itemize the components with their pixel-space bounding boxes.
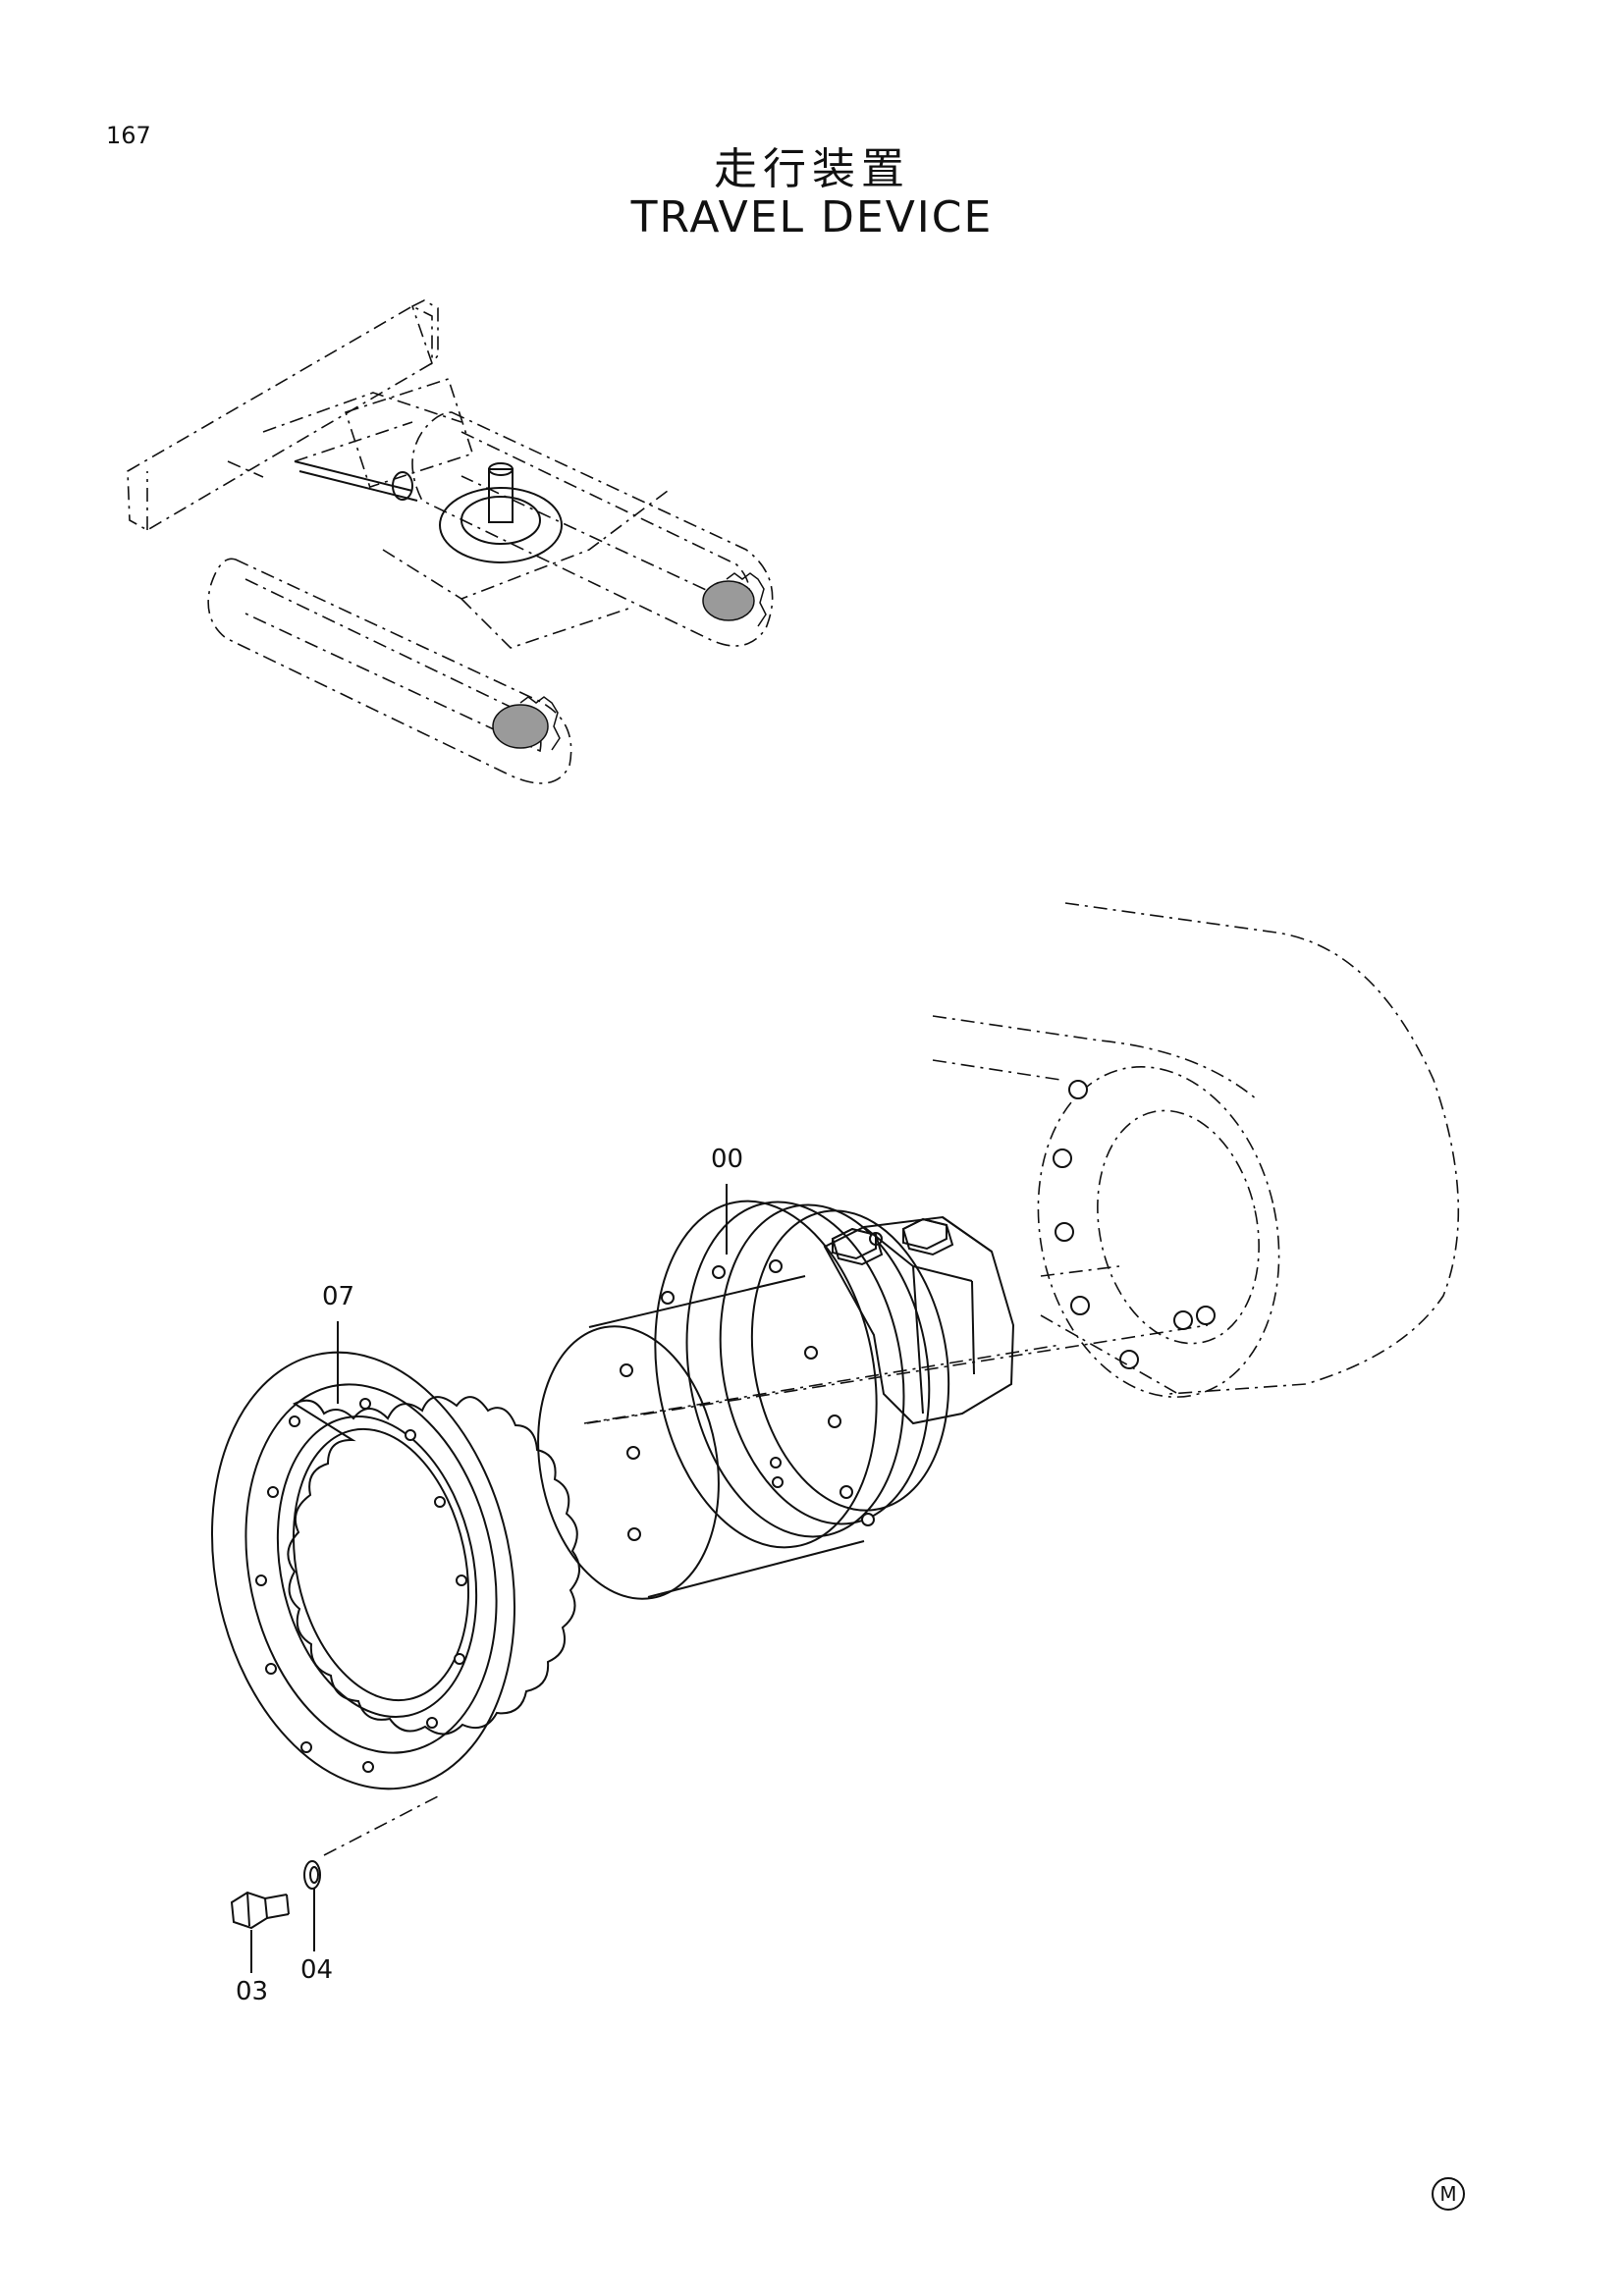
washer-drawing bbox=[303, 1860, 321, 1890]
sprocket-drawing bbox=[211, 1351, 580, 1856]
page-title-english: TRAVEL DEVICE bbox=[630, 192, 994, 242]
track-frame-drawing bbox=[932, 902, 1460, 1398]
undercarriage-overview-drawing bbox=[127, 299, 774, 784]
callout-03: 03 bbox=[236, 1977, 269, 2006]
callout-00: 00 bbox=[711, 1145, 744, 1174]
manufacturer-mark: M bbox=[1432, 2177, 1465, 2211]
leader-lines bbox=[250, 1184, 728, 1973]
page-title-japanese: 走行装置 bbox=[714, 144, 910, 194]
callout-04: 04 bbox=[300, 1955, 334, 1985]
travel-motor-drawing bbox=[537, 1200, 1209, 1600]
callout-07: 07 bbox=[322, 1282, 355, 1311]
bolt-drawing bbox=[230, 1891, 290, 1930]
page-number: 167 bbox=[106, 122, 151, 149]
